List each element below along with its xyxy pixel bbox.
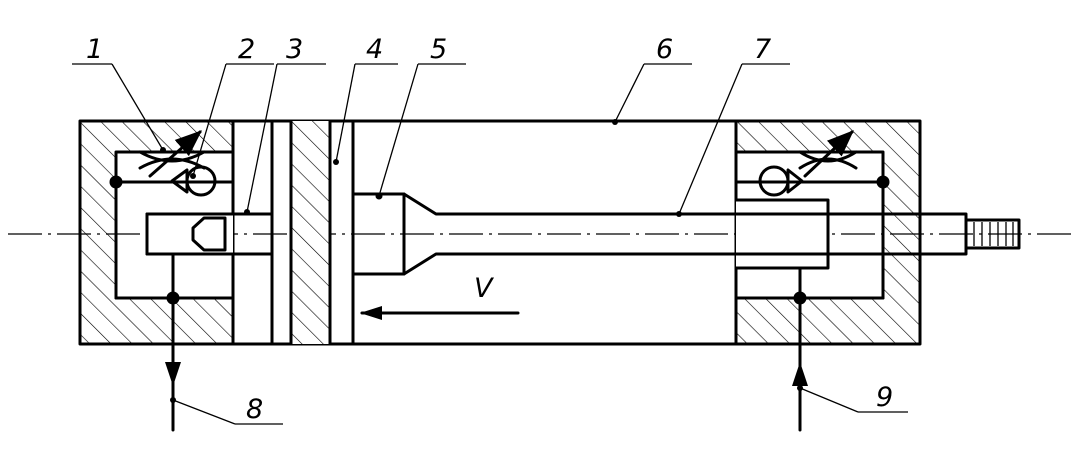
- piston-assembly: [270, 119, 355, 346]
- left-throttle-icon: [138, 130, 206, 178]
- label-7: 7: [754, 34, 771, 65]
- right-check-valve-icon: [758, 165, 804, 197]
- label-2: 2: [238, 34, 255, 65]
- label-3: 3: [286, 34, 303, 65]
- label-1: 1: [86, 34, 103, 65]
- callout-6: 6: [612, 34, 692, 125]
- callout-8: 8: [170, 394, 283, 425]
- left-check-valve-icon: [170, 165, 217, 197]
- callout-4: 4: [333, 34, 398, 165]
- callout-9: 9: [797, 382, 908, 413]
- junction-dot: [876, 175, 890, 189]
- callout-3: 3: [244, 34, 326, 215]
- label-9: 9: [876, 382, 893, 413]
- piston-rod: [351, 192, 1021, 276]
- label-6: 6: [656, 34, 673, 65]
- right-throttle-icon: [798, 130, 858, 178]
- velocity-label: V: [474, 273, 495, 304]
- inlet-arrow-icon: [792, 362, 808, 386]
- junction-dot: [109, 175, 123, 189]
- callout-5: 5: [375, 34, 466, 200]
- callout-1: 1: [72, 34, 166, 153]
- callout-7: 7: [676, 34, 790, 217]
- callout-2: 2: [190, 34, 274, 179]
- outlet-arrow-icon: [165, 362, 181, 386]
- label-8: 8: [246, 394, 263, 425]
- label-4: 4: [366, 34, 383, 65]
- label-5: 5: [430, 34, 447, 65]
- left-end-cap: [78, 119, 235, 346]
- velocity-arrowhead-icon: [360, 306, 382, 320]
